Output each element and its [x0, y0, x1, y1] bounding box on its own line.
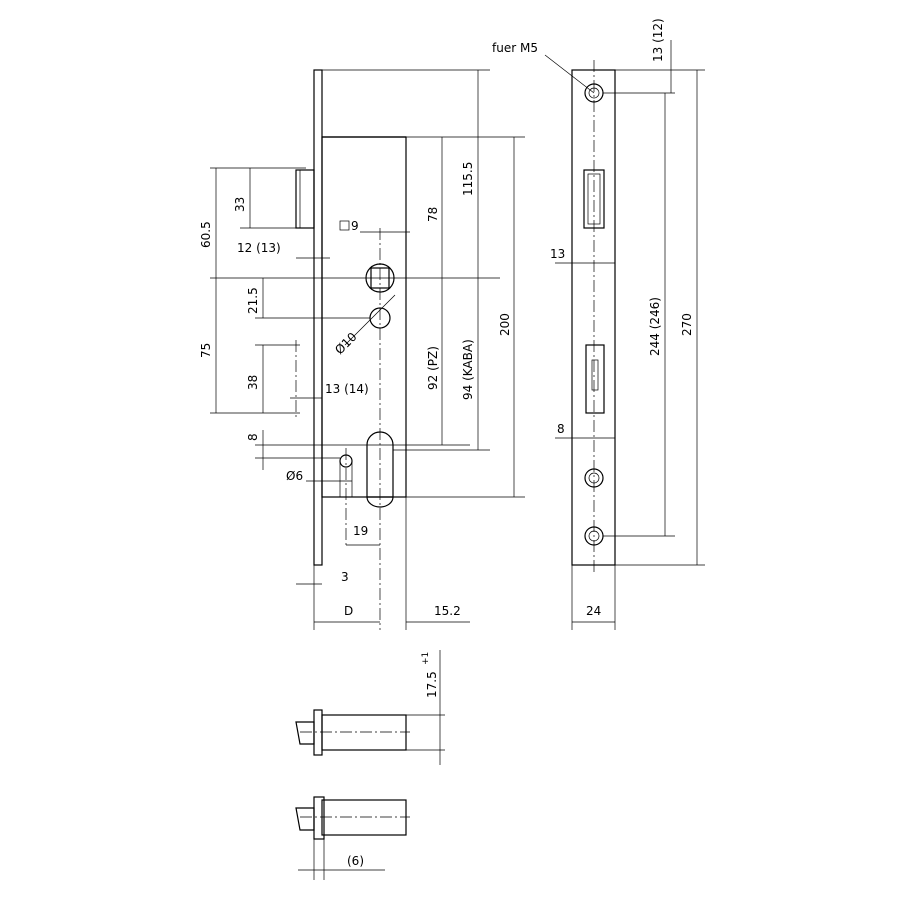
- bolt-view-extended: [295, 796, 410, 880]
- square-symbol: [339, 220, 350, 231]
- label-92-pz: 92 (PZ): [426, 346, 440, 390]
- label-12-13: 12 (13): [237, 241, 281, 255]
- label-fuer-m5: fuer M5: [492, 41, 538, 55]
- label-38: 38: [246, 375, 260, 390]
- extension-lines-side: [210, 69, 525, 630]
- label-200: 200: [498, 313, 512, 336]
- label-15-2: 15.2: [434, 604, 461, 618]
- label-115-5: 115.5: [461, 162, 475, 196]
- label-dia6: Ø6: [286, 469, 303, 483]
- label-60-5: 60.5: [199, 221, 213, 248]
- label-270: 270: [680, 313, 694, 336]
- label-8-right: 8: [557, 422, 565, 436]
- label-square-9: 9: [351, 219, 359, 233]
- label-24: 24: [586, 604, 601, 618]
- label-d: D: [344, 604, 353, 618]
- dimension-lines-front: [544, 40, 705, 630]
- bolt-view-retracted: [295, 650, 445, 765]
- label-21-5: 21.5: [246, 287, 260, 314]
- label-13-14: 13 (14): [325, 382, 369, 396]
- label-tolerance: +1: [421, 652, 431, 665]
- label-13-12: 13 (12): [651, 18, 665, 62]
- label-3: 3: [341, 570, 349, 584]
- lock-body-side-view: [295, 69, 407, 630]
- dimension-lines-side: [215, 70, 515, 623]
- dimension-labels: fuer M5 13 (12) 33 60.5 9 12 (13) 78 115…: [199, 18, 694, 868]
- label-6: (6): [347, 854, 364, 868]
- label-8-left: 8: [246, 433, 260, 441]
- label-33: 33: [233, 197, 247, 212]
- label-dia10: Ø10: [332, 330, 359, 357]
- faceplate-front-view: [571, 60, 616, 575]
- label-75: 75: [199, 343, 213, 358]
- label-244-246: 244 (246): [648, 297, 662, 356]
- label-78: 78: [426, 207, 440, 222]
- label-94-kaba: 94 (KABA): [461, 339, 475, 400]
- label-19: 19: [353, 524, 368, 538]
- label-13: 13: [550, 247, 565, 261]
- label-17-5: 17.5: [425, 671, 439, 698]
